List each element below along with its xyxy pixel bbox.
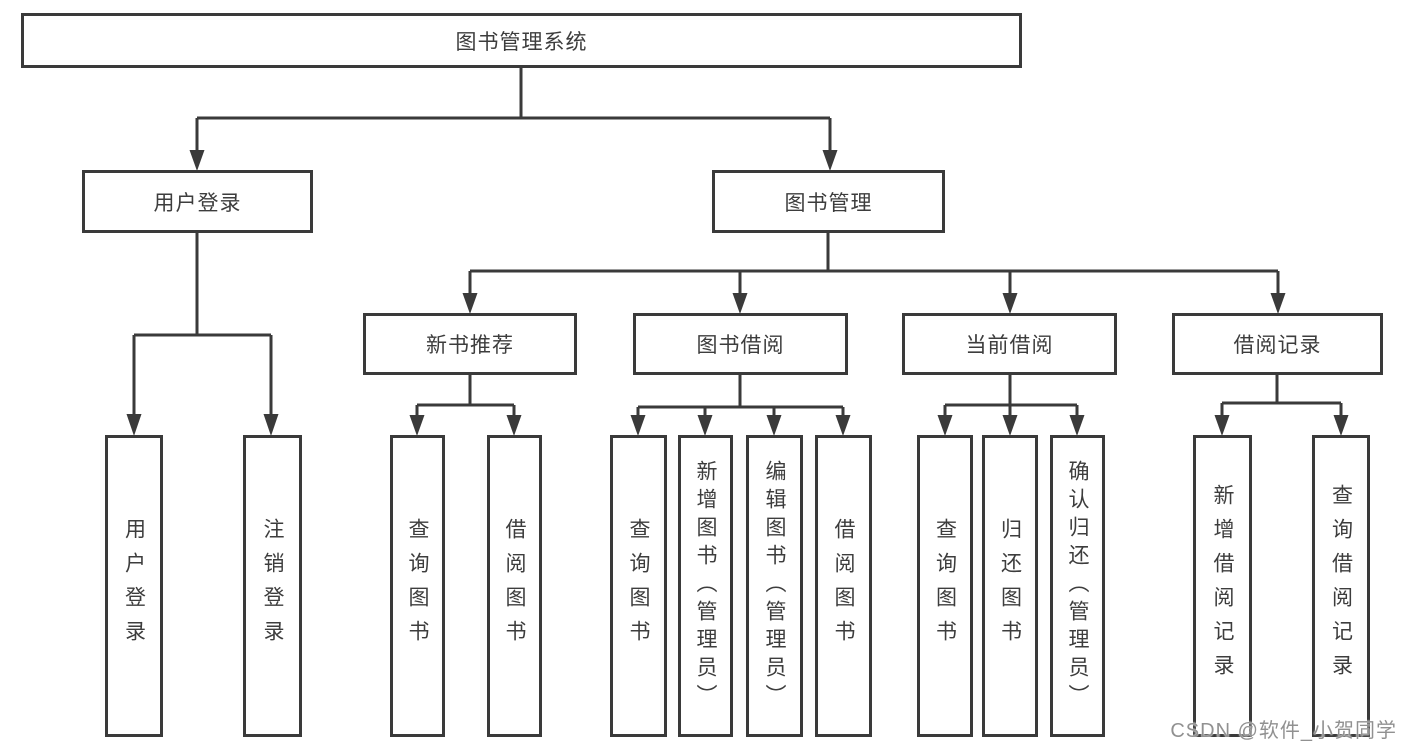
node-book-borrowing: 图书借阅	[633, 313, 848, 375]
leaf-label: 归还图书	[998, 518, 1022, 654]
leaf-label: 确认归还（管理员）	[1066, 460, 1089, 712]
leaf-label: 新增借阅记录	[1211, 484, 1234, 688]
node-label: 借阅记录	[1233, 334, 1322, 357]
leaf-logout: 注销登录	[243, 435, 302, 737]
leaf-label: 用户登录	[122, 518, 146, 654]
leaf-label: 查询图书	[627, 518, 650, 654]
node-new-book-recommendation: 新书推荐	[363, 313, 577, 375]
csdn-watermark: CSDN @软件_小贺同学	[1170, 720, 1397, 742]
leaf-label: 查询图书	[406, 518, 429, 654]
node-label: 图书借阅	[696, 334, 785, 357]
leaf-label: 借阅图书	[832, 518, 855, 654]
leaf-query-borrow-record: 查询借阅记录	[1312, 435, 1370, 737]
node-label: 用户登录	[153, 191, 242, 215]
leaf-return-book: 归还图书	[982, 435, 1038, 737]
leaf-borrow-books-recommend: 借阅图书	[487, 435, 542, 737]
node-borrowing-records: 借阅记录	[1172, 313, 1383, 375]
leaf-borrow-books: 借阅图书	[815, 435, 872, 737]
node-book-management: 图书管理	[712, 170, 945, 233]
leaf-confirm-return-admin: 确认归还（管理员）	[1050, 435, 1105, 737]
leaf-label: 编辑图书（管理员）	[763, 460, 786, 712]
leaf-query-books-current: 查询图书	[917, 435, 973, 737]
connector-strokes	[132, 68, 1343, 418]
leaf-label: 查询图书	[933, 518, 957, 654]
leaf-query-books-borrow: 查询图书	[610, 435, 667, 737]
leaf-add-borrow-record: 新增借阅记录	[1193, 435, 1252, 737]
arrowheads	[126, 150, 1349, 436]
node-library-management-system: 图书管理系统	[21, 13, 1022, 68]
node-label: 图书管理系统	[455, 30, 588, 54]
node-label: 图书管理	[784, 191, 873, 215]
leaf-label: 借阅图书	[503, 518, 526, 654]
leaf-label: 注销登录	[261, 518, 284, 654]
leaf-label: 新增图书（管理员）	[694, 460, 717, 712]
node-current-borrowing: 当前借阅	[902, 313, 1117, 375]
node-user-login-group: 用户登录	[82, 170, 313, 233]
leaf-label: 查询借阅记录	[1329, 484, 1353, 688]
leaf-query-books-recommend: 查询图书	[390, 435, 445, 737]
node-label: 新书推荐	[426, 334, 514, 357]
leaf-edit-book-admin: 编辑图书（管理员）	[746, 435, 803, 737]
leaf-user-login: 用户登录	[105, 435, 163, 737]
node-label: 当前借阅	[965, 334, 1054, 357]
leaf-add-book-admin: 新增图书（管理员）	[678, 435, 733, 737]
